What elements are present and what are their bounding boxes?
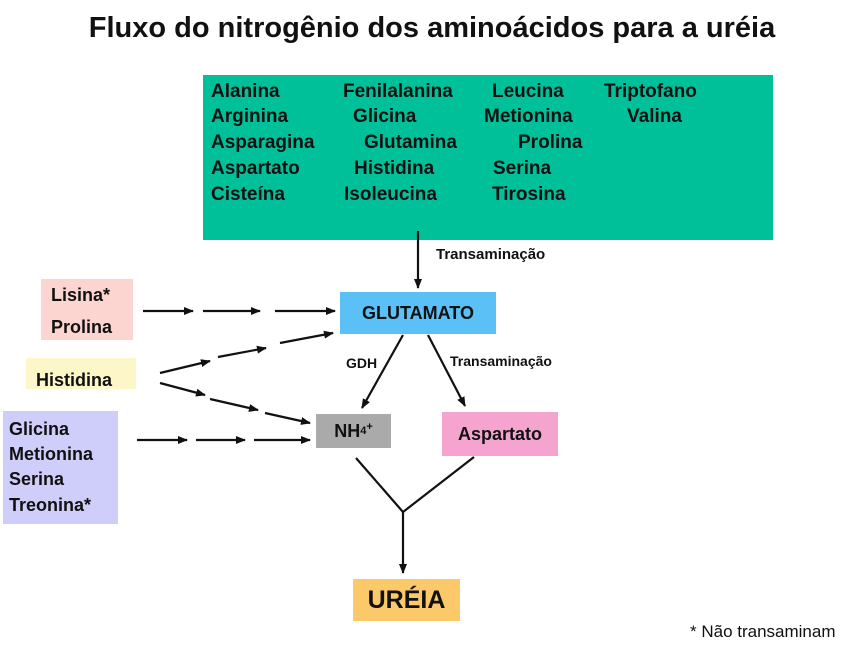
aspartato-node: Aspartato [442, 412, 558, 456]
page-title: Fluxo do nitrogênio dos aminoácidos para… [88, 12, 776, 44]
arrow-histidina-down-2 [209, 397, 259, 412]
amino-acid: Asparagina [211, 132, 315, 153]
amino-acid: Prolina [518, 132, 583, 153]
side-group-2: Histidina [26, 358, 136, 390]
amino-acid: Tirosina [492, 184, 566, 205]
amino-acid: Fenilalanina [343, 81, 453, 102]
amino-acid: Alanina [211, 81, 280, 102]
amino-acid: Cisteína [211, 184, 285, 205]
amino-acid: Metionina [9, 444, 93, 464]
amino-acid: Serina [9, 469, 65, 489]
amino-acid: Valina [627, 106, 682, 127]
amino-acid: Lisina* [51, 285, 111, 305]
ammonium-superscript: + [366, 421, 373, 433]
non-transaminated-group-1: Lisina* Prolina [41, 279, 133, 340]
arrow-transamination-right [427, 334, 466, 407]
footnote: * Não transaminam [690, 622, 836, 641]
transaminated-amino-acids-box: Alanina Fenilalanina Leucina Triptofano … [203, 75, 773, 240]
transamination-label-top: Transaminação [436, 246, 546, 263]
transamination-label-right: Transaminação [450, 353, 552, 369]
amino-acid: Treonina* [9, 495, 92, 515]
side-group-3: Glicina Metionina Serina Treonina* [3, 411, 118, 524]
glutamato-node: GLUTAMATO [340, 292, 496, 334]
amino-acid: Arginina [211, 106, 289, 127]
amino-acid: Glicina [353, 106, 417, 127]
amino-acid: Triptofano [604, 81, 697, 102]
amino-acid: Metionina [484, 106, 573, 127]
arrow-histidina-up-2 [217, 345, 267, 359]
gdh-label: GDH [346, 355, 378, 371]
amino-acid: Leucina [492, 81, 564, 102]
amino-acid: Serina [493, 158, 552, 179]
amino-acid: Glutamina [364, 132, 457, 153]
arrow-histidina-up-1 [159, 359, 211, 375]
amino-acid: Histidina [354, 158, 435, 179]
amino-acid: Histidina [36, 370, 113, 390]
ammonium-subscript: 4 [360, 425, 367, 437]
arrow-histidina-down-3 [264, 411, 311, 425]
line-aspartato-to-junction [402, 456, 475, 513]
line-nh4-to-junction [355, 457, 404, 513]
amino-acid: Prolina [51, 317, 113, 337]
ammonium-base: NH [334, 420, 361, 441]
arrow-gdh [361, 334, 404, 409]
ureia-node: URÉIA [353, 579, 460, 621]
amino-acid: Glicina [9, 419, 70, 439]
arrow-histidina-down-1 [159, 381, 206, 397]
arrow-histidina-up-3 [279, 330, 334, 345]
amino-acid: Aspartato [211, 158, 300, 179]
amino-acid: Isoleucina [344, 184, 437, 205]
